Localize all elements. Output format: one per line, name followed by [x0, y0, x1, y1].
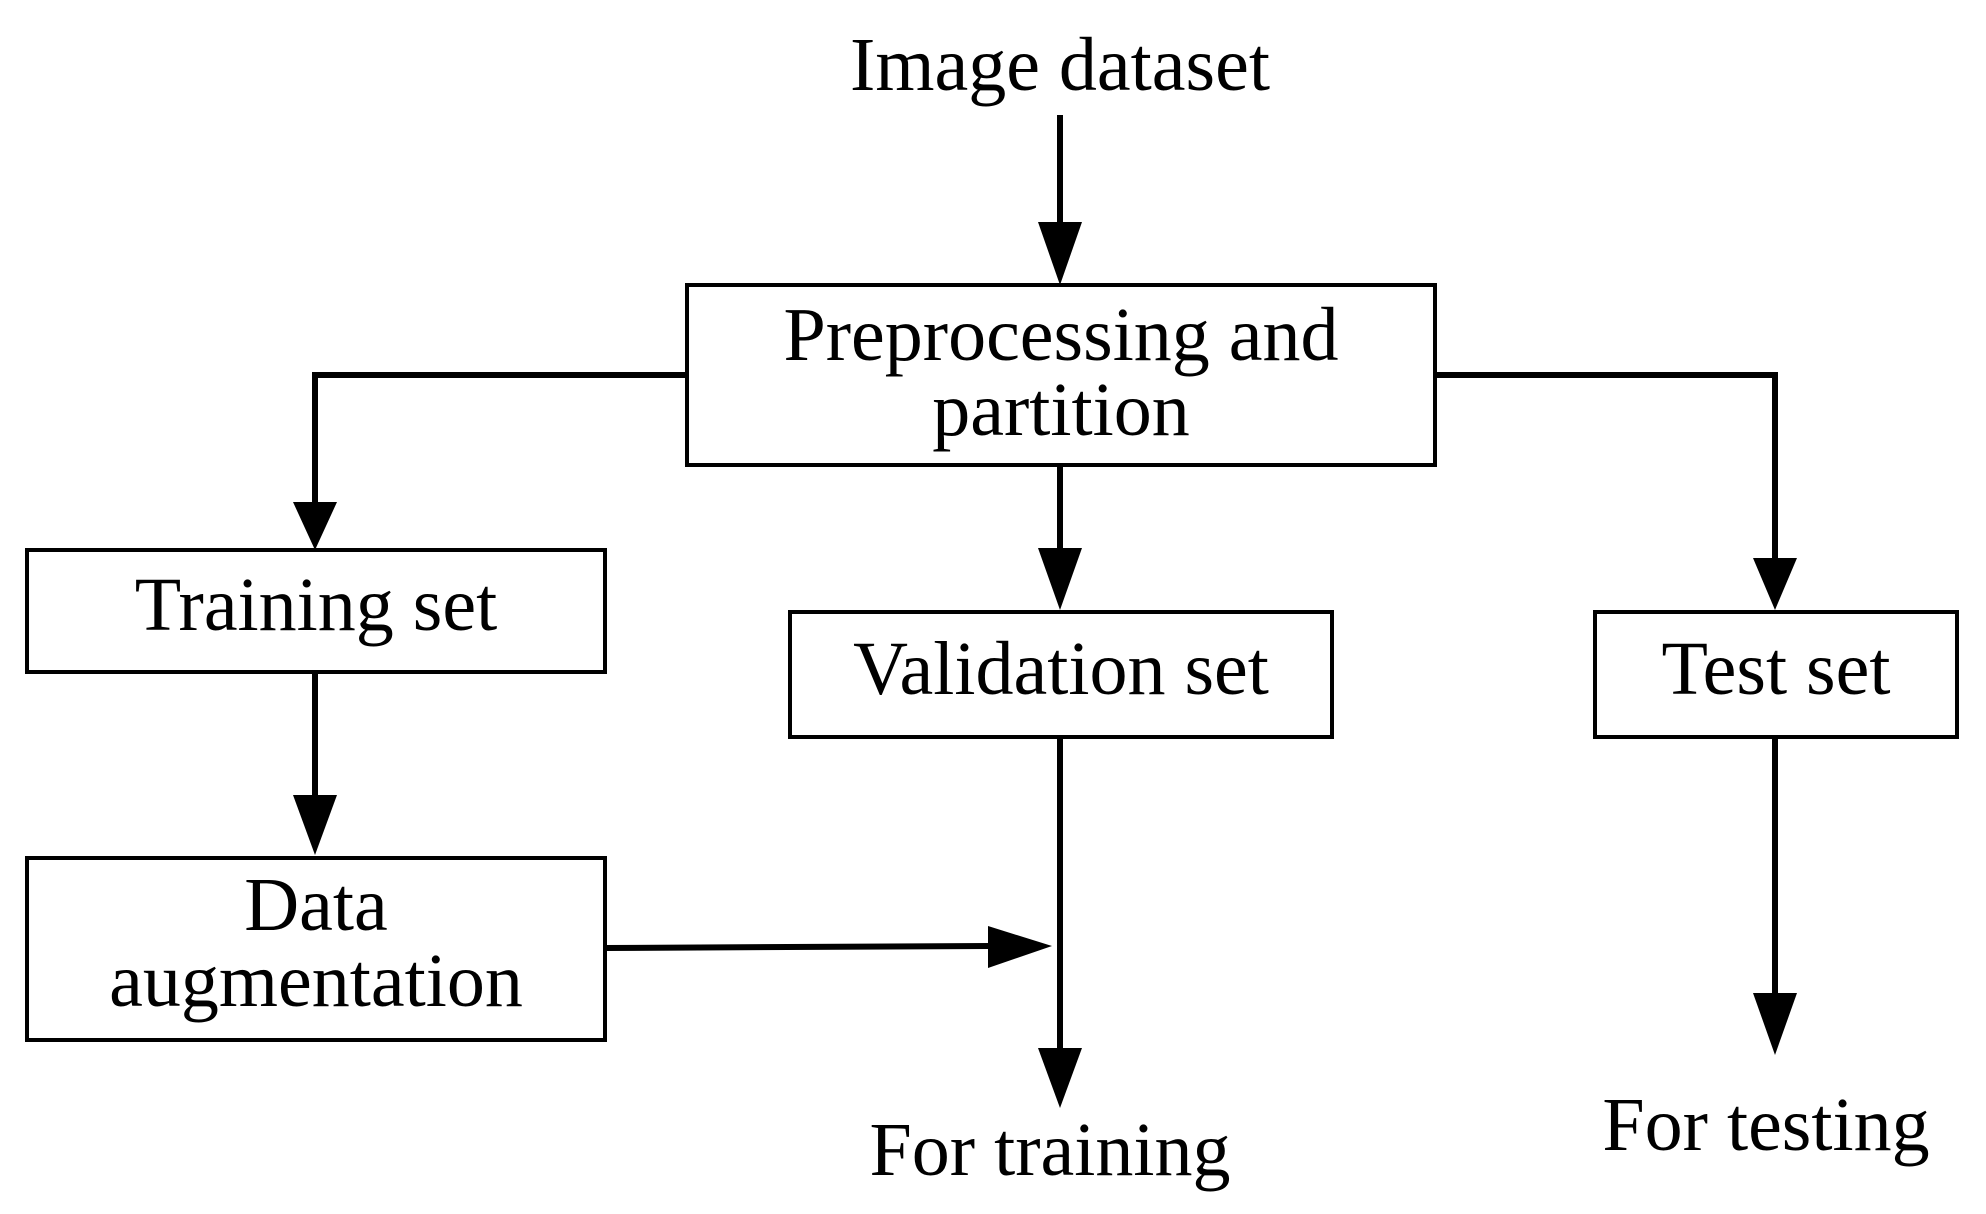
test-set-box: Test set: [1593, 610, 1959, 739]
validation-set-label: Validation set: [853, 627, 1269, 711]
training-set-box: Training set: [25, 548, 607, 674]
augmentation-label-line2: augmentation: [109, 939, 523, 1023]
training-set-label: Training set: [135, 563, 497, 647]
arrow-augmentation-to-training: [604, 926, 1052, 968]
preprocessing-box: Preprocessing and partition: [685, 283, 1437, 467]
arrow-test-to-for-testing: [1753, 737, 1797, 1055]
arrow-preprocess-to-validation: [1038, 465, 1082, 610]
data-augmentation-box: Data augmentation: [25, 856, 607, 1042]
arrow-dataset-to-preprocess: [1038, 115, 1082, 285]
arrow-preprocess-to-training: [293, 372, 687, 550]
for-testing-label: For testing: [1602, 1083, 1929, 1167]
validation-set-box: Validation set: [788, 610, 1334, 739]
preprocessing-label-line2: partition: [932, 368, 1190, 452]
image-dataset-label: Image dataset: [850, 23, 1270, 107]
augmentation-label-line1: Data: [244, 863, 387, 947]
arrow-training-to-augmentation: [293, 672, 337, 855]
arrow-preprocess-to-test: [1435, 372, 1797, 610]
arrow-validation-to-for-training: [1038, 737, 1082, 1108]
test-set-label: Test set: [1662, 627, 1891, 711]
preprocessing-label-line1: Preprocessing and: [783, 293, 1338, 377]
for-training-label: For training: [870, 1108, 1231, 1192]
